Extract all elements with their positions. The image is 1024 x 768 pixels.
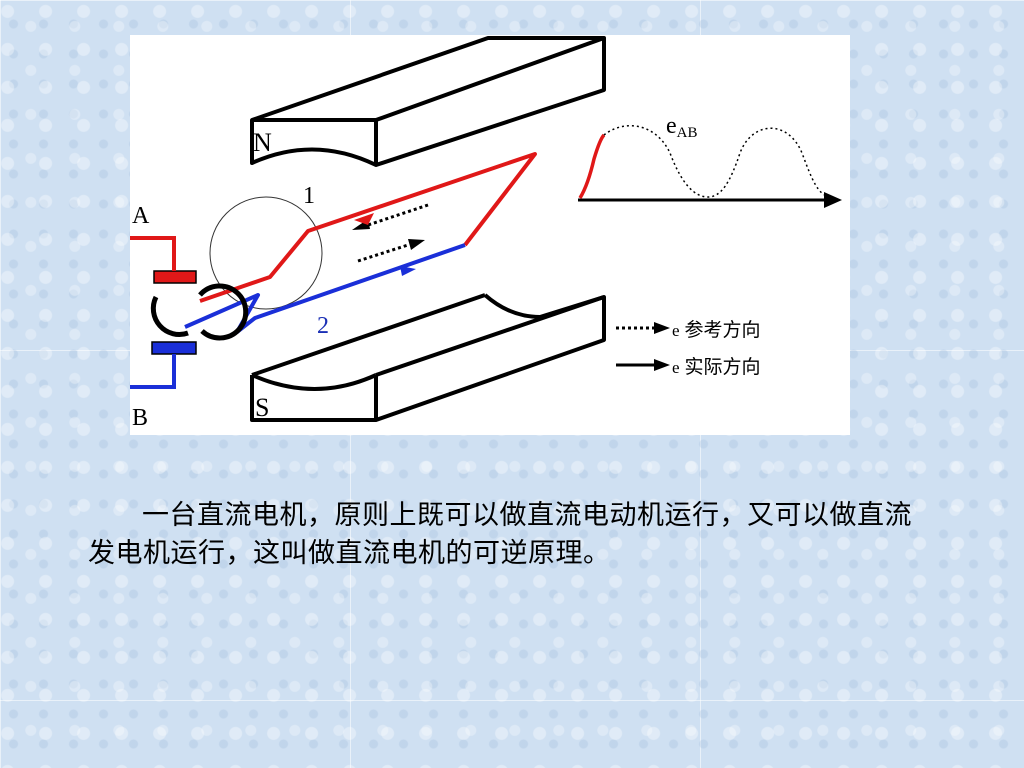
actual-direction-arrowhead-blue bbox=[400, 266, 416, 276]
conductor-1-label: 1 bbox=[303, 183, 315, 209]
reference-direction-arrow-bottom bbox=[357, 239, 425, 263]
south-pole-label: S bbox=[255, 393, 269, 422]
terminal-b-label: B bbox=[132, 405, 148, 431]
north-pole-label: N bbox=[253, 128, 272, 157]
conductor-2-label: 2 bbox=[317, 313, 329, 339]
waveform-actual-segment bbox=[578, 133, 606, 199]
conductor-1-red bbox=[199, 152, 537, 303]
lead-a bbox=[130, 236, 176, 271]
reversibility-principle-caption: 一台直流电机，原则上既可以做直流电动机运行，又可以做直流发电机运行，这叫做直流电… bbox=[88, 500, 912, 569]
brush-a bbox=[153, 270, 197, 284]
waveform-curve bbox=[603, 125, 831, 198]
terminal-a-label: A bbox=[132, 203, 150, 229]
north-pole-magnet bbox=[250, 36, 606, 167]
actual-direction-arrowhead-red bbox=[354, 213, 374, 225]
coil-rotation-circle bbox=[209, 196, 323, 310]
waveform-label: eAB bbox=[666, 113, 698, 141]
waveform-axis bbox=[578, 192, 842, 208]
dc-machine-diagram: N S 1 2 bbox=[130, 36, 842, 431]
lead-b bbox=[130, 354, 176, 389]
commutator bbox=[150, 283, 249, 341]
dc-machine-figure: N S 1 2 bbox=[130, 35, 850, 435]
south-pole-magnet bbox=[250, 293, 606, 422]
brush-b bbox=[151, 341, 197, 355]
